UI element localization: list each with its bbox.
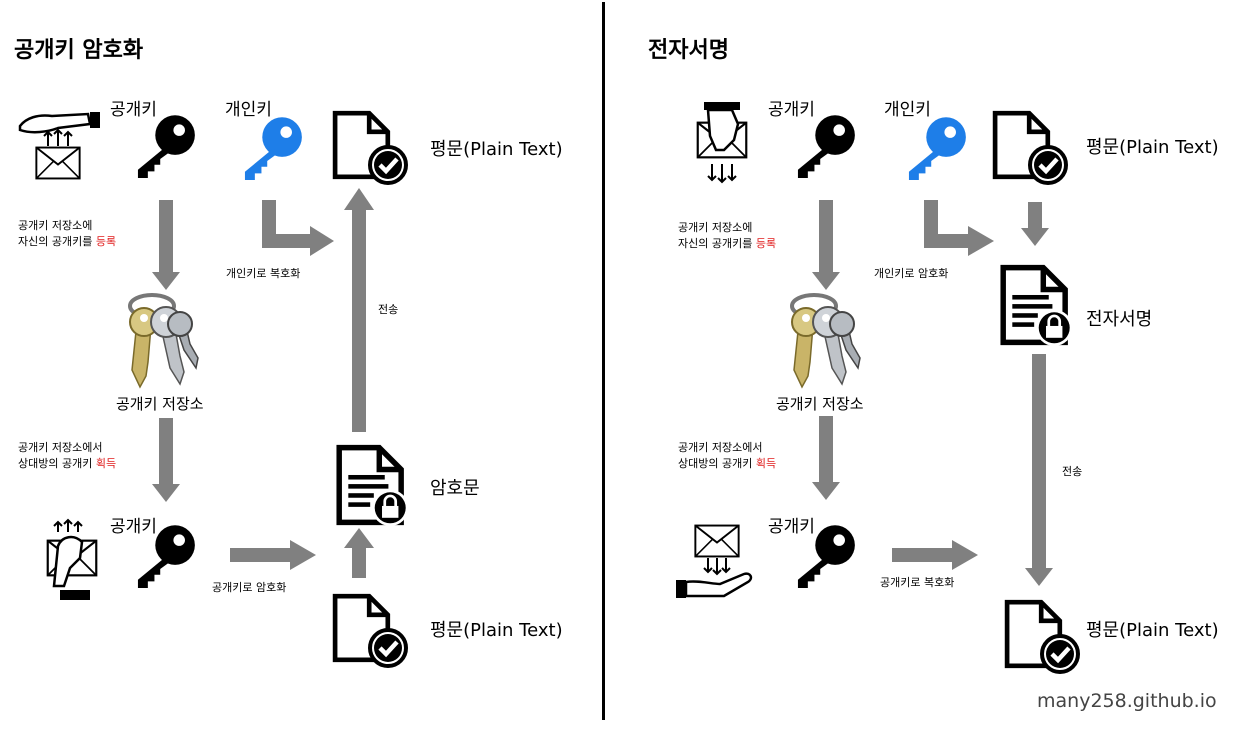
right-public-key-label-bottom: 공개키 bbox=[768, 517, 815, 537]
left-transfer-label: 전송 bbox=[378, 303, 399, 316]
right-store-label: 공개키 저장소 bbox=[776, 395, 864, 413]
register-line2-text: 자신의 공개키를 bbox=[18, 235, 96, 248]
register-emphasis: 등록 bbox=[95, 235, 117, 248]
obtain-line2: 상대방의 공개키 획득 bbox=[18, 456, 116, 472]
register-line2-text-right: 자신의 공개키를 bbox=[678, 237, 756, 250]
left-decrypt-label: 개인키로 복호화 bbox=[226, 267, 301, 280]
right-signature-label: 전자서명 bbox=[1086, 309, 1153, 330]
right-decrypt-label: 공개키로 복호화 bbox=[880, 576, 955, 589]
left-public-key-label-top: 공개키 bbox=[110, 100, 157, 120]
right-title: 전자서명 bbox=[648, 38, 729, 63]
hand-envelope-register-icon bbox=[18, 112, 100, 180]
plaintext-bottom-doc-icon-right bbox=[1004, 594, 1084, 676]
right-plaintext-label-top: 평문(Plain Text) bbox=[1086, 137, 1219, 158]
arrows-left bbox=[152, 188, 374, 578]
register-emphasis-right: 등록 bbox=[755, 237, 777, 250]
obtain-line2-right: 상대방의 공개키 획득 bbox=[678, 456, 776, 472]
left-encrypt-label: 공개키로 암호화 bbox=[212, 581, 287, 594]
signature-doc-icon bbox=[996, 264, 1076, 346]
right-public-key-label-top: 공개키 bbox=[768, 100, 815, 120]
right-register-text: 공개키 저장소에 자신의 공개키를 등록 bbox=[678, 220, 776, 252]
obtain-line1: 공개키 저장소에서 bbox=[18, 441, 103, 454]
obtain-line2-text-right: 상대방의 공개키 bbox=[678, 457, 756, 470]
right-private-key-label: 개인키 bbox=[884, 100, 931, 120]
hand-envelope-register-icon-right bbox=[696, 102, 748, 184]
left-plaintext-label-top: 평문(Plain Text) bbox=[430, 139, 563, 160]
right-transfer-label: 전송 bbox=[1062, 465, 1083, 478]
obtain-line2-text: 상대방의 공개키 bbox=[18, 457, 96, 470]
left-obtain-text: 공개키 저장소에서 상대방의 공개키 획득 bbox=[18, 440, 116, 472]
left-ciphertext-label: 암호문 bbox=[430, 478, 480, 499]
hand-envelope-receive-icon bbox=[676, 524, 753, 598]
register-line1-right: 공개키 저장소에 bbox=[678, 221, 753, 234]
register-line2-right: 자신의 공개키를 등록 bbox=[678, 236, 776, 252]
public-key-bottom-icon-right bbox=[797, 525, 855, 588]
left-private-key-label: 개인키 bbox=[225, 100, 272, 120]
footer-site-label: many258.github.io bbox=[1037, 690, 1217, 712]
hand-envelope-obtain-icon bbox=[46, 518, 98, 600]
right-plaintext-label-bottom: 평문(Plain Text) bbox=[1086, 620, 1219, 641]
obtain-emphasis: 획득 bbox=[95, 457, 117, 470]
key-store-icon-right bbox=[790, 293, 862, 389]
left-public-key-label-bottom: 공개키 bbox=[110, 517, 157, 537]
center-divider bbox=[602, 2, 605, 720]
right-encrypt-label: 개인키로 암호화 bbox=[874, 267, 949, 280]
right-obtain-text: 공개키 저장소에서 상대방의 공개키 획득 bbox=[678, 440, 776, 472]
obtain-line1-right: 공개키 저장소에서 bbox=[678, 441, 763, 454]
register-line2: 자신의 공개키를 등록 bbox=[18, 234, 116, 250]
left-register-text: 공개키 저장소에 자신의 공개키를 등록 bbox=[18, 218, 116, 250]
left-store-label: 공개키 저장소 bbox=[116, 395, 204, 413]
register-line1: 공개키 저장소에 bbox=[18, 219, 93, 232]
left-title: 공개키 암호화 bbox=[14, 38, 144, 63]
left-plaintext-label-bottom: 평문(Plain Text) bbox=[430, 620, 563, 641]
obtain-emphasis-right: 획득 bbox=[755, 457, 777, 470]
